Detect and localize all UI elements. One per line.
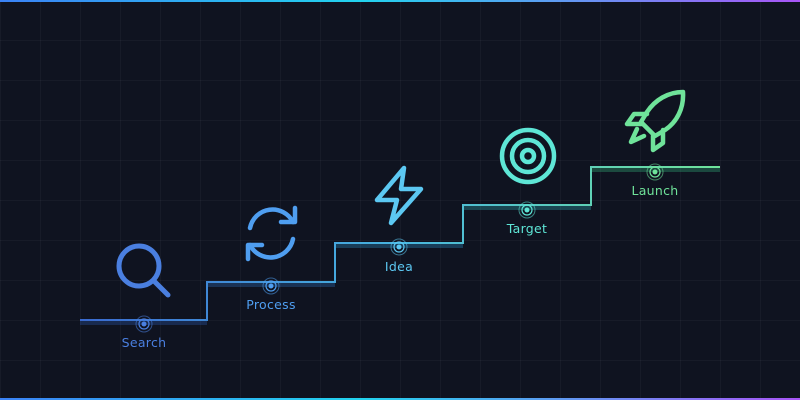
staircase-line (80, 166, 720, 321)
step-node-search (135, 315, 153, 333)
step-node-launch (646, 163, 664, 181)
step-node-idea (390, 238, 408, 256)
step-label-process: Process (246, 297, 296, 312)
lightning-icon (374, 165, 424, 226)
refresh-icon (245, 205, 298, 262)
step-label-idea: Idea (384, 259, 414, 274)
step-label-search: Search (121, 335, 167, 350)
step-label-launch: Launch (631, 183, 679, 198)
top-accent-bar (0, 0, 800, 2)
step-label-target: Target (506, 221, 548, 236)
target-icon (499, 127, 557, 185)
search-icon (116, 243, 171, 298)
step-node-process (262, 277, 280, 295)
step-node-target (518, 201, 536, 219)
bottom-accent-bar (0, 398, 800, 400)
rocket-icon (624, 89, 686, 153)
